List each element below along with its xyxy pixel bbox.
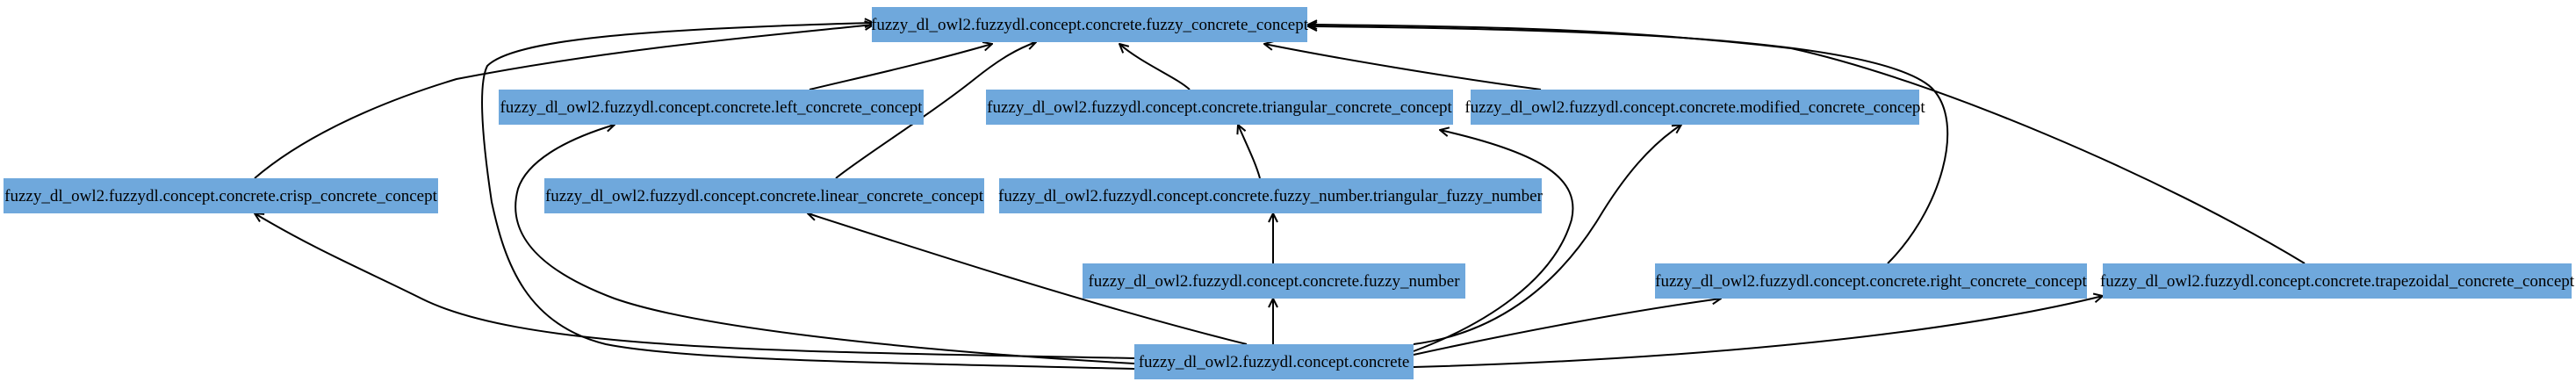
node-concrete[interactable]: fuzzy_dl_owl2.fuzzydl.concept.concrete (1134, 344, 1414, 379)
edge-arrow (835, 42, 1036, 179)
node-box (986, 90, 1453, 125)
node-label: fuzzy_dl_owl2.fuzzydl.concept.concrete.r… (1655, 272, 2087, 291)
edge-left-concrete-concept-to-fuzzy-concrete-concept (809, 44, 992, 90)
node-trapezoidal-concrete-concept[interactable]: fuzzy_dl_owl2.fuzzydl.concept.concrete.t… (2100, 263, 2575, 299)
edge-triangular-fuzzy-number-to-triangular-concrete-concept (1238, 125, 1261, 179)
node-box (872, 7, 1307, 42)
node-box (999, 178, 1542, 213)
edge-arrow (1264, 44, 1542, 90)
node-label: fuzzy_dl_owl2.fuzzydl.concept.concrete.t… (987, 98, 1452, 117)
node-box (1471, 90, 1919, 125)
edge-arrow (1413, 296, 2103, 368)
node-right-concrete-concept[interactable]: fuzzy_dl_owl2.fuzzydl.concept.concrete.r… (1655, 263, 2088, 299)
edge-modified-concrete-concept-to-fuzzy-concrete-concept (1264, 44, 1542, 90)
edge-arrow (1413, 125, 1681, 345)
node-label: fuzzy_dl_owl2.fuzzydl.concept.concrete.l… (545, 187, 984, 205)
node-label: fuzzy_dl_owl2.fuzzydl.concept.concrete.l… (500, 98, 923, 117)
node-label: fuzzy_dl_owl2.fuzzydl.concept.concrete.m… (1464, 98, 1925, 117)
node-label: fuzzy_dl_owl2.fuzzydl.concept.concrete.t… (2100, 272, 2575, 291)
edge-concrete-to-triangular-concrete-concept (1413, 130, 1574, 352)
edge-crisp-concrete-concept-to-fuzzy-concrete-concept (254, 25, 874, 179)
node-box (4, 178, 438, 213)
edge-arrow (255, 213, 1135, 359)
node-label: fuzzy_dl_owl2.fuzzydl.concept.concrete (1139, 353, 1410, 371)
edge-triangular-concrete-concept-to-fuzzy-concrete-concept (1119, 44, 1191, 90)
edge-arrow (1238, 125, 1261, 179)
edge-concrete-to-trapezoidal-concrete-concept (1413, 296, 2103, 368)
node-left-concrete-concept[interactable]: fuzzy_dl_owl2.fuzzydl.concept.concrete.l… (499, 90, 924, 125)
edge-trapezoidal-concrete-concept-to-fuzzy-concrete-concept (1308, 25, 2306, 264)
edge-right-concrete-concept-to-fuzzy-concrete-concept (1308, 26, 1949, 264)
node-box (2103, 263, 2572, 299)
node-fuzzy-concrete-concept[interactable]: fuzzy_dl_owl2.fuzzydl.concept.concrete.f… (871, 7, 1309, 42)
node-label: fuzzy_dl_owl2.fuzzydl.concept.concrete.c… (4, 187, 437, 205)
edge-arrow (808, 213, 1248, 345)
edge-concrete-to-right-concrete-concept (1413, 299, 1721, 356)
edge-arrow (1413, 130, 1574, 352)
node-label: fuzzy_dl_owl2.fuzzydl.concept.concrete.f… (998, 187, 1543, 205)
edge-arrow (514, 125, 1135, 364)
node-box (1083, 263, 1465, 299)
edge-arrow (1413, 299, 1721, 356)
node-label: fuzzy_dl_owl2.fuzzydl.concept.concrete.f… (871, 16, 1309, 34)
edge-concrete-to-modified-concrete-concept (1413, 125, 1681, 345)
edge-concrete-to-linear-concrete-concept (808, 213, 1248, 345)
node-fuzzy-number[interactable]: fuzzy_dl_owl2.fuzzydl.concept.concrete.f… (1083, 263, 1465, 299)
edge-arrow (1308, 26, 1949, 264)
node-box (1655, 263, 2087, 299)
edge-arrow (481, 23, 1135, 370)
node-box (544, 178, 984, 213)
node-crisp-concrete-concept[interactable]: fuzzy_dl_owl2.fuzzydl.concept.concrete.c… (4, 178, 438, 213)
edge-concrete-to-crisp-concrete-concept (255, 213, 1135, 359)
node-box (499, 90, 924, 125)
node-linear-concrete-concept[interactable]: fuzzy_dl_owl2.fuzzydl.concept.concrete.l… (544, 178, 984, 213)
edge-arrow (809, 44, 992, 90)
node-modified-concrete-concept[interactable]: fuzzy_dl_owl2.fuzzydl.concept.concrete.m… (1464, 90, 1925, 125)
edge-concrete-to-left-concrete-concept (514, 125, 1135, 364)
edge-concrete-to-fuzzy-concrete-concept (481, 23, 1135, 370)
node-triangular-fuzzy-number[interactable]: fuzzy_dl_owl2.fuzzydl.concept.concrete.f… (998, 178, 1543, 213)
edge-linear-concrete-concept-to-fuzzy-concrete-concept (835, 42, 1036, 179)
edge-arrow (1119, 44, 1191, 90)
node-label: fuzzy_dl_owl2.fuzzydl.concept.concrete.f… (1088, 272, 1460, 291)
edge-arrow (254, 25, 874, 179)
node-triangular-concrete-concept[interactable]: fuzzy_dl_owl2.fuzzydl.concept.concrete.t… (986, 90, 1453, 125)
edge-arrow (1308, 25, 2306, 264)
node-box (1134, 344, 1414, 379)
